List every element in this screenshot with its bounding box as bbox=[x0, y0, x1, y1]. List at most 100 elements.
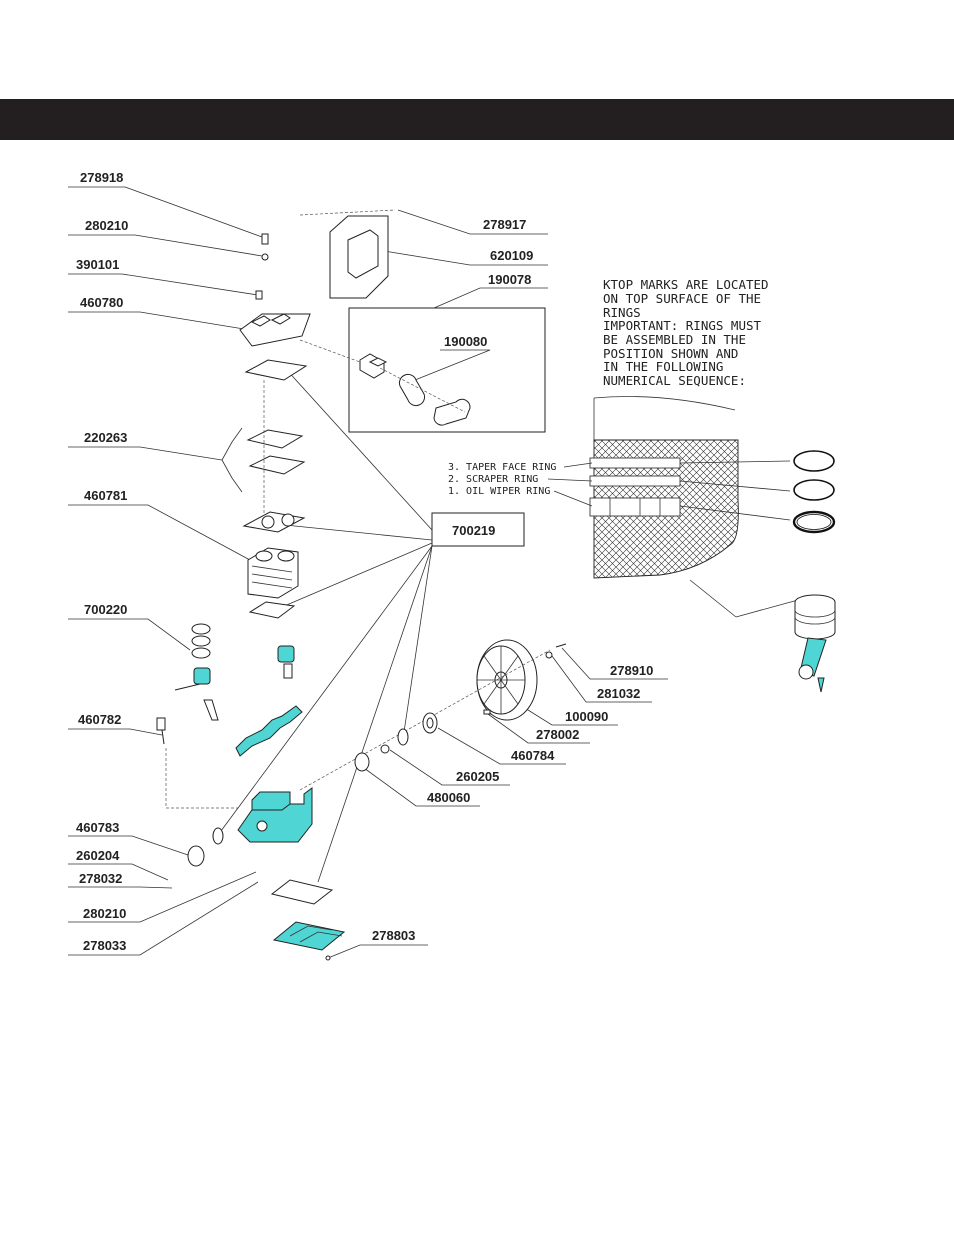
svg-text:BE ASSEMBLED IN THE: BE ASSEMBLED IN THE bbox=[603, 332, 746, 347]
label-278917: 278917 bbox=[397, 209, 548, 235]
ring-taper-face bbox=[793, 450, 835, 472]
valve-pin-part bbox=[359, 353, 388, 379]
svg-text:IMPORTANT: RINGS MUST: IMPORTANT: RINGS MUST bbox=[603, 318, 762, 333]
svg-text:260205: 260205 bbox=[456, 769, 499, 784]
label-190078: 190078 bbox=[433, 272, 548, 309]
svg-text:278803: 278803 bbox=[372, 928, 415, 943]
svg-text:278917: 278917 bbox=[483, 217, 526, 232]
label-281032: 281032 bbox=[551, 655, 652, 703]
svg-text:280210: 280210 bbox=[83, 906, 126, 921]
piston-cross-section bbox=[589, 396, 799, 618]
svg-text:460781: 460781 bbox=[84, 488, 127, 503]
cylinder-gasket-part bbox=[242, 511, 306, 533]
label-278033: 278033 bbox=[68, 881, 259, 956]
flywheel-bolt-part bbox=[555, 643, 567, 648]
bearing-460784-part bbox=[422, 712, 438, 734]
bearing-460783-part bbox=[187, 845, 205, 867]
screw-278918-part bbox=[261, 233, 269, 245]
svg-text:460784: 460784 bbox=[511, 748, 555, 763]
piston-right-part bbox=[277, 645, 295, 679]
valve-inset-box: 190080 bbox=[348, 307, 546, 433]
ring-install-note: KTOP MARKS ARE LOCATED ON TOP SURFACE OF… bbox=[603, 277, 769, 388]
svg-text:2. SCRAPER RING: 2. SCRAPER RING bbox=[448, 474, 538, 485]
label-460783: 460783 bbox=[68, 820, 189, 856]
label-460781: 460781 bbox=[68, 488, 251, 561]
label-220263: 220263 bbox=[68, 430, 223, 461]
key-278002-part bbox=[483, 709, 491, 715]
label-700220: 700220 bbox=[68, 602, 191, 651]
label-280210-top: 280210 bbox=[68, 218, 263, 257]
flywheel-part bbox=[299, 639, 551, 791]
piston-rings-part bbox=[191, 623, 211, 659]
label-460782: 460782 bbox=[68, 712, 163, 736]
valve-cap-part bbox=[433, 398, 471, 426]
cylinder-block-part bbox=[247, 547, 299, 599]
svg-text:ON TOP SURFACE OF THE: ON TOP SURFACE OF THE bbox=[603, 291, 761, 306]
bottom-plate-part bbox=[272, 921, 346, 951]
valve-bushing-part bbox=[398, 373, 426, 407]
svg-text:IN THE FOLLOWING: IN THE FOLLOWING bbox=[603, 359, 723, 374]
dipstick-part bbox=[156, 717, 166, 745]
svg-text:620109: 620109 bbox=[490, 248, 533, 263]
svg-text:190078: 190078 bbox=[488, 272, 531, 287]
svg-text:460782: 460782 bbox=[78, 712, 121, 727]
label-260205: 260205 bbox=[389, 749, 510, 786]
flywheel-washer-part bbox=[545, 651, 553, 659]
svg-text:460780: 460780 bbox=[80, 295, 123, 310]
svg-text:100090: 100090 bbox=[565, 709, 608, 724]
svg-text:NUMERICAL SEQUENCE:: NUMERICAL SEQUENCE: bbox=[603, 373, 746, 388]
label-260204: 260204 bbox=[68, 848, 169, 881]
seal-260205-part bbox=[380, 744, 390, 754]
svg-text:3. TAPER FACE RING: 3. TAPER FACE RING bbox=[448, 462, 556, 473]
label-278032: 278032 bbox=[68, 871, 173, 889]
svg-text:278002: 278002 bbox=[536, 727, 579, 742]
head-cover-part bbox=[299, 209, 396, 299]
crankshaft-part bbox=[235, 705, 303, 757]
head-gasket-top-part bbox=[244, 359, 308, 381]
drain-plug-part bbox=[325, 955, 331, 961]
svg-text:480060: 480060 bbox=[427, 790, 470, 805]
svg-text:1. OIL WIPER RING: 1. OIL WIPER RING bbox=[448, 486, 550, 497]
label-460784: 460784 bbox=[437, 727, 566, 765]
label-280210-bottom: 280210 bbox=[68, 871, 257, 923]
cylinder-head-part bbox=[239, 313, 361, 363]
svg-text:700219: 700219 bbox=[452, 523, 495, 538]
svg-text:190080: 190080 bbox=[444, 334, 487, 349]
ring-labels: 3. TAPER FACE RING 2. SCRAPER RING 1. OI… bbox=[448, 462, 593, 507]
piston-assembly-drawing bbox=[794, 594, 836, 693]
base-gasket-part bbox=[248, 601, 296, 619]
label-278918: 278918 bbox=[68, 170, 263, 238]
svg-text:RINGS: RINGS bbox=[603, 305, 641, 320]
bolt-390101-part bbox=[255, 290, 263, 300]
label-278803: 278803 bbox=[327, 928, 428, 959]
svg-text:281032: 281032 bbox=[597, 686, 640, 701]
ring-scraper bbox=[793, 479, 835, 501]
washer-280210-part bbox=[261, 253, 269, 261]
label-390101: 390101 bbox=[68, 257, 259, 296]
header-bar bbox=[0, 99, 954, 140]
svg-text:KTOP MARKS ARE LOCATED: KTOP MARKS ARE LOCATED bbox=[603, 277, 769, 292]
crankcase-part bbox=[165, 748, 313, 843]
svg-text:260204: 260204 bbox=[76, 848, 120, 863]
ring-oil-wiper bbox=[792, 510, 836, 534]
svg-text:220263: 220263 bbox=[84, 430, 127, 445]
bottom-gasket-part bbox=[270, 879, 334, 905]
svg-text:278033: 278033 bbox=[83, 938, 126, 953]
svg-text:700220: 700220 bbox=[84, 602, 127, 617]
label-620109: 620109 bbox=[377, 248, 548, 266]
svg-text:390101: 390101 bbox=[76, 257, 119, 272]
oring-700219-part bbox=[212, 827, 224, 845]
svg-text:278032: 278032 bbox=[79, 871, 122, 886]
label-100090: 100090 bbox=[519, 704, 618, 726]
oring-right-part bbox=[397, 728, 409, 746]
svg-text:278910: 278910 bbox=[610, 663, 653, 678]
seal-480060-part bbox=[354, 752, 370, 772]
gasket-kit-callout: 700219 bbox=[217, 367, 525, 883]
label-278910: 278910 bbox=[561, 647, 668, 680]
svg-text:460783: 460783 bbox=[76, 820, 119, 835]
label-278002: 278002 bbox=[487, 713, 590, 744]
svg-text:POSITION SHOWN AND: POSITION SHOWN AND bbox=[603, 346, 738, 361]
piston-left-part bbox=[174, 667, 219, 721]
label-460780: 460780 bbox=[68, 295, 251, 331]
